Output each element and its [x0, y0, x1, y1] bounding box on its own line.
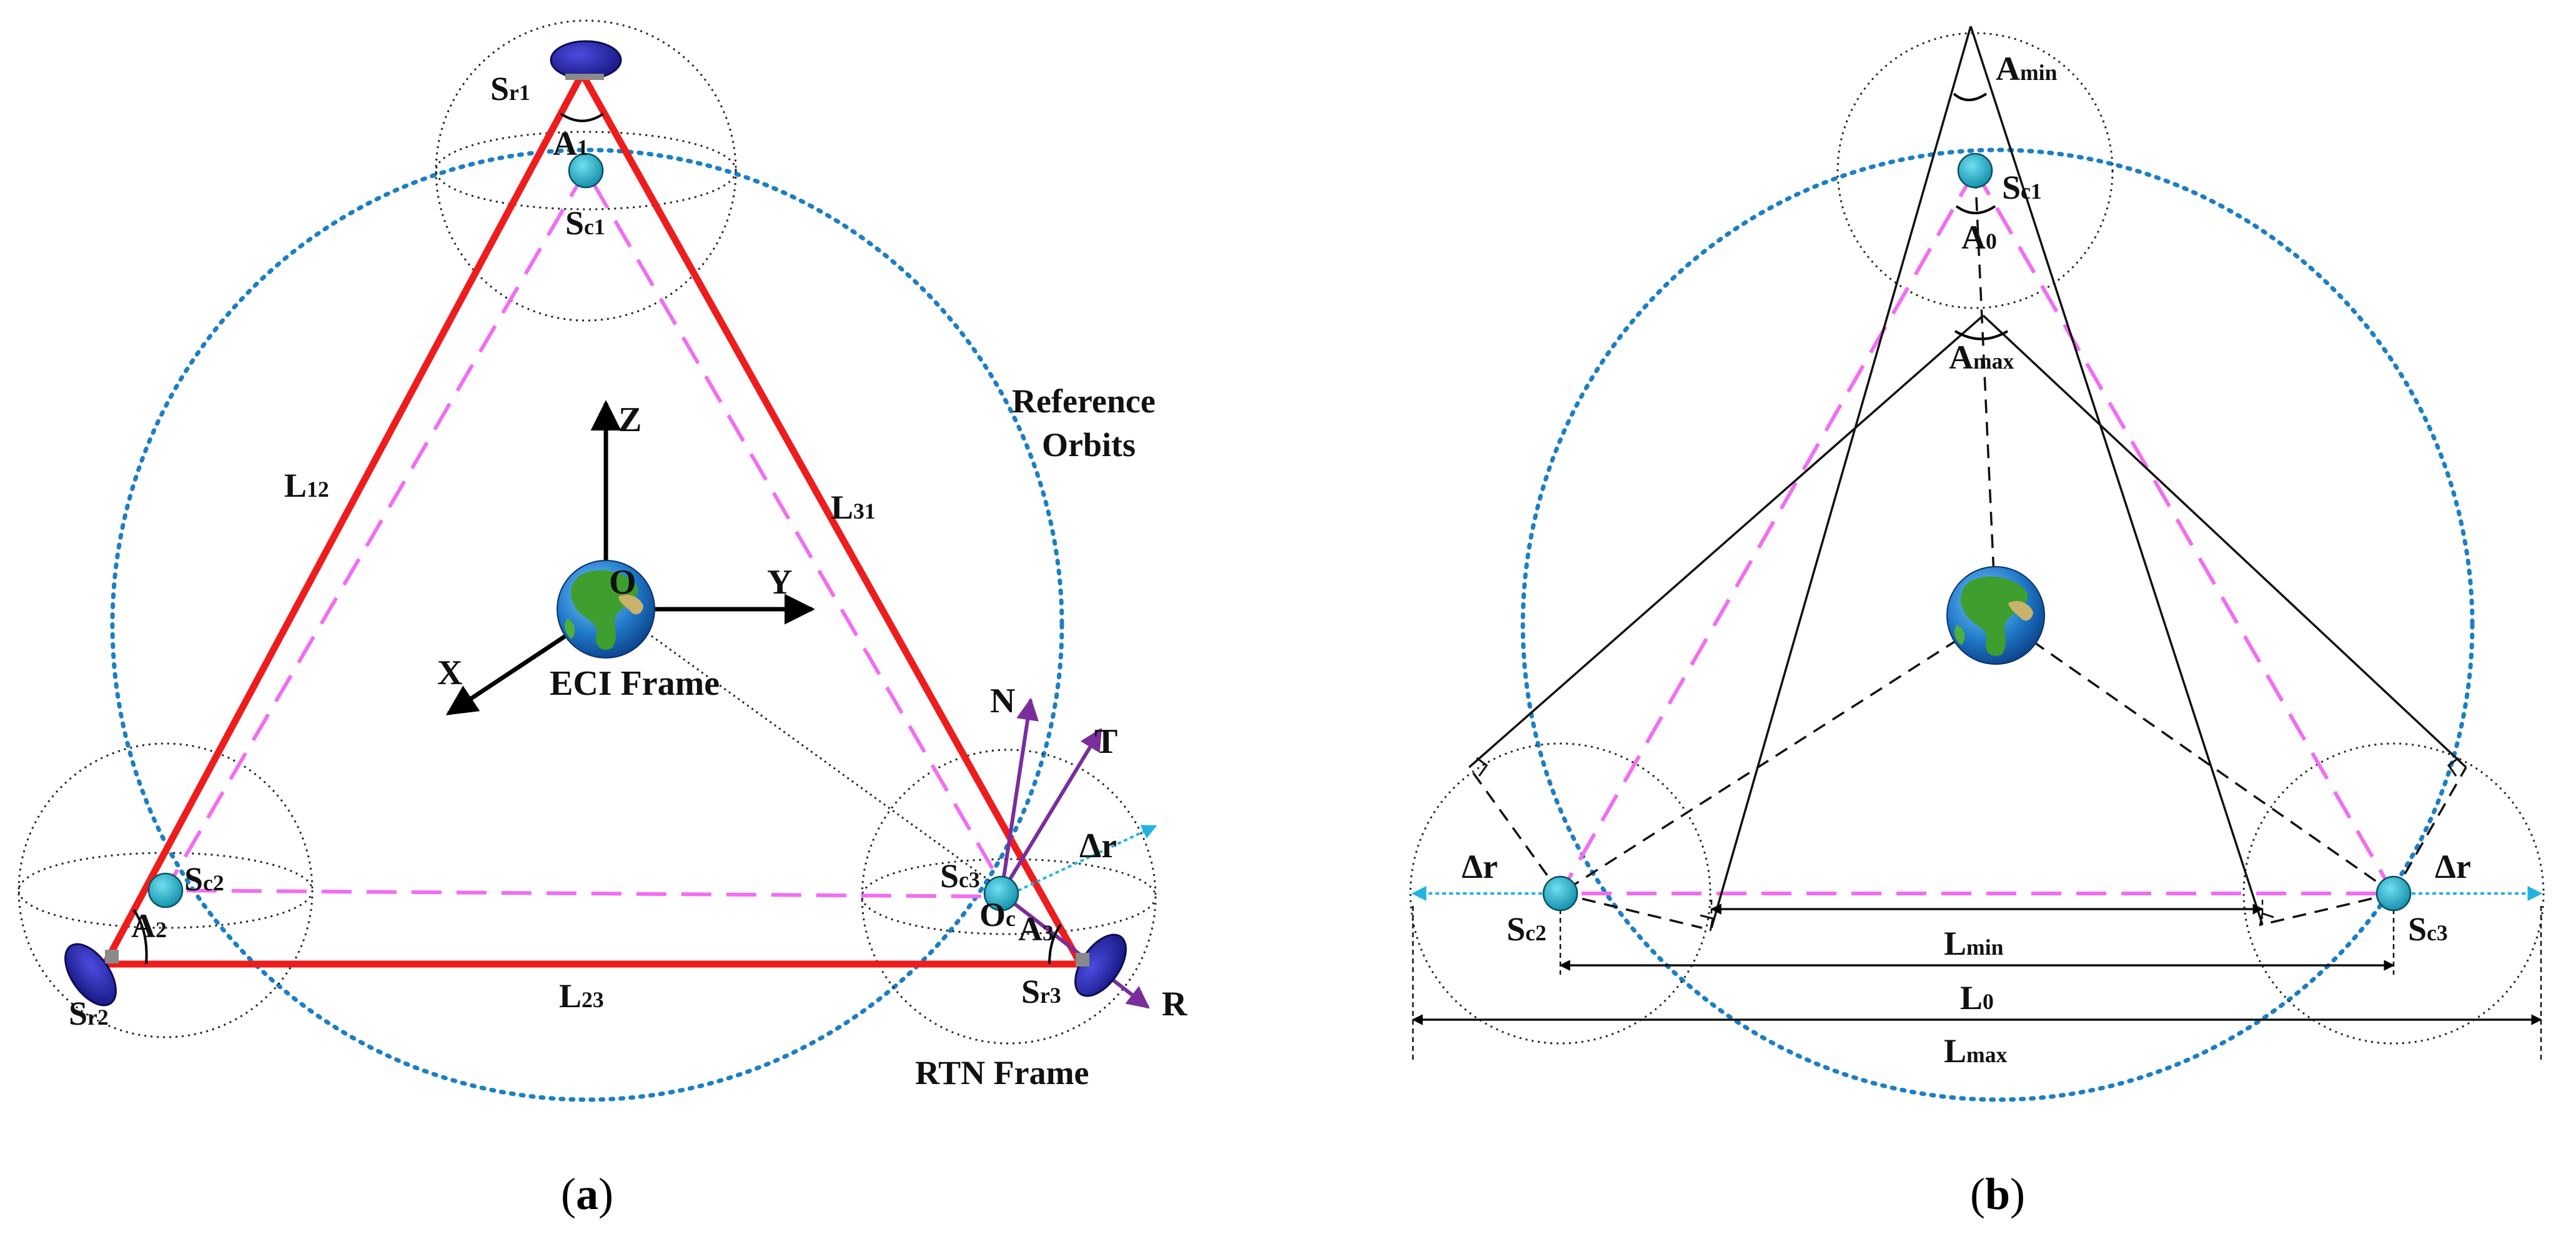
label-rtn-r: R — [1162, 985, 1187, 1023]
label-sc3: Sc3 — [2408, 910, 2448, 948]
satellite-sphere-icon — [1957, 152, 1993, 189]
label-sc2: Sc2 — [184, 860, 224, 898]
label-l12: L12 — [284, 467, 329, 504]
caption-a: (a) — [561, 1169, 613, 1219]
angle-arc-a3 — [1048, 923, 1062, 965]
label-a3: A3 — [1018, 910, 1054, 948]
rtn-t-axis — [999, 727, 1102, 895]
angle-arc-a0 — [1955, 205, 1996, 214]
label-sc2: Sc2 — [1507, 910, 1547, 948]
label-oc: Oc — [979, 896, 1016, 933]
earth-globe-icon — [1946, 566, 2045, 665]
rtn-n-axis — [999, 697, 1039, 894]
label-lmax: Lmax — [1944, 1032, 2008, 1070]
satellite-dish-icon — [550, 40, 622, 80]
angle-arc-amax — [1954, 330, 2009, 341]
reference-orbit-circle — [1520, 147, 2475, 1102]
label-l0: L0 — [1960, 979, 1994, 1017]
right-angle-markers — [1476, 757, 2459, 932]
label-sc1: Sc1 — [2002, 169, 2042, 206]
label-l31: L31 — [831, 489, 876, 526]
rtn-axes — [999, 697, 1150, 1009]
label-rtn-t: T — [1094, 722, 1117, 761]
label-lmin: Lmin — [1944, 925, 2004, 962]
real-triangle — [99, 66, 1087, 968]
angle-arc-amin — [1953, 92, 1988, 101]
earth-radii — [1468, 170, 2467, 929]
satellite-sphere-icon — [2375, 875, 2412, 912]
angle-arc-a1 — [560, 112, 605, 122]
label-a2: A2 — [131, 907, 167, 945]
sphere-sc2 — [1409, 742, 1712, 1045]
eci-to-rtn-line — [605, 602, 991, 882]
label-sr1: Sr1 — [490, 70, 530, 107]
earth-globe-icon — [557, 560, 655, 659]
dimension-lines — [1412, 903, 2542, 1025]
sphere-sc3 — [861, 749, 1157, 1045]
sphere-sc1 — [1836, 32, 2114, 309]
satellite-sphere-icon — [147, 872, 184, 908]
sphere-sc1 — [435, 19, 737, 322]
label-eci-y: Y — [767, 563, 792, 602]
label-rtn-frame: RTN Frame — [915, 1054, 1089, 1092]
sphere-sc2 — [17, 742, 314, 1038]
label-delta-r-left: Δr — [1462, 848, 1498, 885]
sphere-sc3 — [2242, 742, 2545, 1045]
nominal-triangle — [162, 167, 1013, 899]
label-eci-x: X — [437, 654, 462, 692]
panel-a: Sr1 A1 Sc1 Reference Orbits L12 L31 Z Y … — [17, 19, 1187, 1219]
label-eci-origin: O — [609, 563, 637, 602]
delta-r-arrow — [1011, 825, 1157, 895]
label-sc3: Sc3 — [940, 857, 980, 895]
label-eci-frame: ECI Frame — [550, 664, 720, 703]
label-orbits: Orbits — [1042, 426, 1136, 464]
panel-b: Amin Sc1 A0 Amax Δr Δr Sc2 Sc3 Lmin L0 L… — [1409, 26, 2545, 1219]
label-amin: Amin — [1996, 50, 2058, 87]
nominal-triangle — [1557, 166, 2397, 895]
label-rtn-n: N — [990, 682, 1015, 720]
label-reference: Reference — [1012, 382, 1156, 420]
label-l23: L23 — [559, 977, 604, 1015]
angle-arc-a2 — [132, 908, 148, 965]
dimension-extensions — [1412, 900, 2542, 1062]
rtn-r-axis — [1000, 892, 1150, 1009]
label-amax: Amax — [1949, 339, 2014, 376]
label-sr2: Sr2 — [69, 995, 109, 1032]
tangent-lines — [1468, 26, 2467, 928]
reference-orbit-circle — [110, 147, 1064, 1102]
label-a1: A1 — [553, 125, 588, 162]
label-delta-r: Δr — [1079, 827, 1117, 865]
label-delta-r-right: Δr — [2435, 848, 2471, 885]
satellite-sphere-icon — [1542, 875, 1578, 912]
caption-b: (b) — [1970, 1169, 2025, 1219]
label-a0: A0 — [1961, 219, 1997, 256]
label-eci-z: Z — [618, 401, 642, 439]
label-sc1: Sc1 — [565, 204, 605, 242]
label-sr3: Sr3 — [1021, 973, 1061, 1010]
